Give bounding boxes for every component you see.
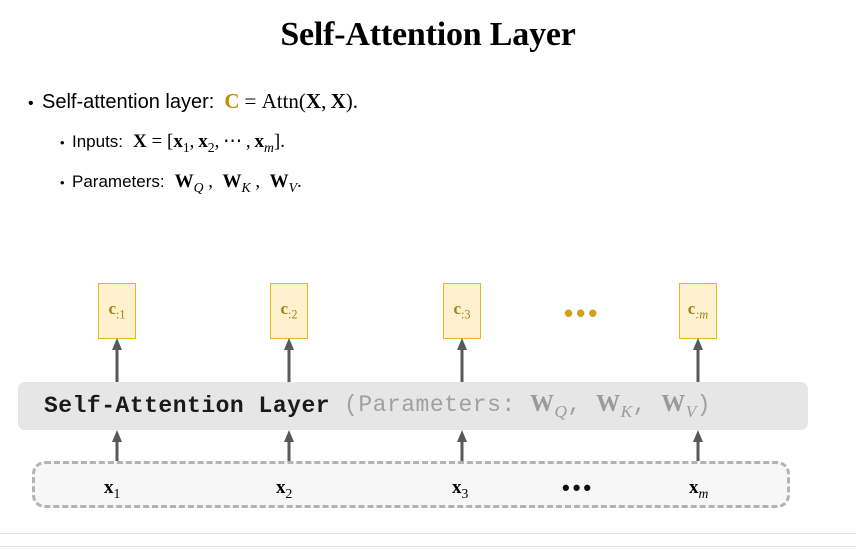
output-box-cm-label: c:m	[687, 299, 709, 322]
self-attention-layer-bar: Self-Attention Layer (Parameters: WQ, WK…	[18, 382, 808, 430]
arrow-up-x1-icon	[112, 430, 122, 464]
output-box-c1-label: c:1	[108, 299, 126, 322]
arrow-up-c2-icon	[284, 338, 294, 384]
output-ellipsis: •••	[564, 298, 601, 328]
param-wk: WK	[596, 390, 633, 421]
bullet-self-attention-layer: • Self-attention layer: C= Attn(X, X).	[28, 88, 358, 117]
input-label-x2: x2	[276, 477, 293, 501]
footer-divider-top	[0, 533, 856, 534]
layer-parameters-close: )	[696, 391, 712, 418]
formula-attn: = Attn(X, X).	[244, 89, 358, 113]
bullet-marker-icon: •	[60, 175, 65, 190]
formula-parameters: WQ , WK , WV.	[174, 171, 302, 195]
bullet-label-self-attention-layer: Self-attention layer:	[42, 91, 215, 113]
page-title: Self-Attention Layer	[280, 16, 576, 53]
input-label-x1: x1	[104, 477, 121, 501]
layer-name-label: Self-Attention Layer	[44, 393, 331, 419]
bullet-label-parameters: Parameters:	[72, 172, 165, 191]
layer-parameters-open: (Parameters:	[344, 391, 516, 418]
output-box-c2: c:2	[270, 283, 308, 339]
output-box-c2-label: c:2	[280, 299, 298, 322]
param-wv: WV	[661, 390, 697, 421]
bullet-label-inputs: Inputs:	[72, 132, 124, 151]
output-box-cm: c:m	[679, 283, 717, 339]
formula-inputs: X = [x1, x2, ⋯ , xm].	[133, 131, 285, 155]
input-label-x3: x3	[452, 477, 469, 501]
layer-parameters-label: (Parameters: WQ, WK, WV)	[344, 390, 712, 421]
arrow-up-c3-icon	[457, 338, 467, 384]
input-ellipsis: •••	[562, 475, 595, 500]
arrow-up-x3-icon	[457, 430, 467, 464]
bullet-marker-icon: •	[60, 135, 65, 150]
arrow-up-xm-icon	[693, 430, 703, 464]
bullet-parameters: • Parameters: WQ , WK , WV.	[60, 170, 302, 200]
output-box-c3-label: c:3	[453, 299, 471, 322]
arrow-up-c1-icon	[112, 338, 122, 384]
arrow-up-x2-icon	[284, 430, 294, 464]
output-box-c3: c:3	[443, 283, 481, 339]
arrow-up-cm-icon	[693, 338, 703, 384]
formula-c-symbol: C	[224, 89, 240, 113]
output-box-c1: c:1	[98, 283, 136, 339]
bullet-inputs: • Inputs: X = [x1, x2, ⋯ , xm].	[60, 130, 285, 160]
bullet-marker-icon: •	[28, 95, 34, 112]
input-sequence-container	[32, 461, 790, 508]
footer-divider-bottom	[0, 546, 856, 547]
input-label-xm: xm	[689, 477, 709, 501]
param-wq: WQ	[530, 390, 568, 421]
